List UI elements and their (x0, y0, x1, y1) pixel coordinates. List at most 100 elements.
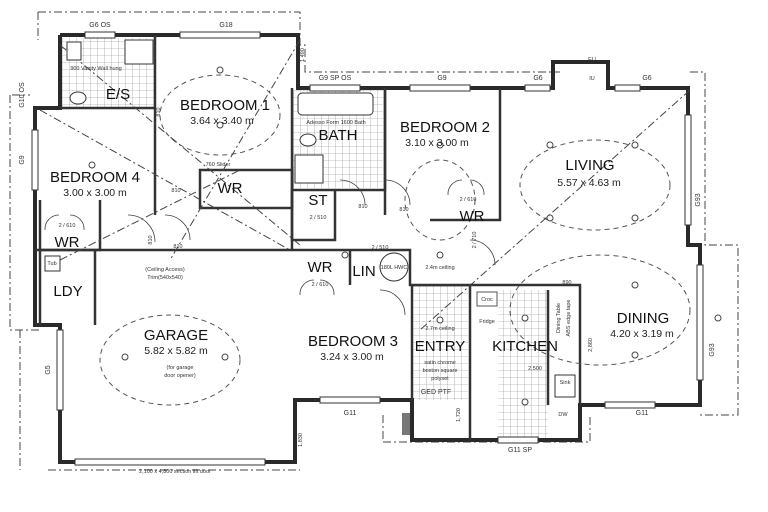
ceiling-light-icon (546, 214, 554, 222)
dimension: 810 (156, 107, 162, 116)
dimension: 2 / 510 (310, 215, 327, 221)
dimension: 810 (148, 235, 154, 244)
bathtub-icon (297, 92, 374, 116)
note: satin chrome (424, 360, 456, 366)
window-label: G6 (642, 75, 651, 82)
room-kitchen: KITCHEN (492, 338, 558, 355)
dimension: 810 (173, 244, 182, 250)
ceiling-light-icon (521, 314, 529, 322)
room-bedroom3: BEDROOM 3 (308, 333, 398, 350)
dimension: 810 (399, 207, 408, 213)
room-living: LIVING (565, 157, 614, 174)
door-swing-icon (164, 214, 191, 241)
window-labels: G6 OS G18 G9 SP OS G9 G6 G6 EU IU G93 G9… (19, 22, 716, 454)
door-swing-icon (469, 239, 496, 266)
ceiling-light-icon (436, 316, 444, 324)
window-label: EU (588, 57, 596, 63)
ceiling-light-icon (216, 121, 224, 129)
room-labels: E/S BEDROOM 1 3.64 x 3.40 m BEDROOM 2 3.… (50, 86, 674, 363)
note: Trim(540x540) (147, 275, 183, 281)
window-label: G93 (695, 193, 702, 206)
ceiling-light-icon (436, 141, 444, 149)
note: 760 Slider (206, 162, 231, 168)
note: Adesso Form 1600 Bath (306, 120, 365, 126)
ceiling-light-icon (341, 251, 349, 259)
window-label: G18 (219, 22, 232, 29)
ceiling-light-icon (121, 353, 129, 361)
note: 900 Vanity Wall hung (70, 66, 121, 72)
dimension: 2 / 610 (312, 282, 329, 288)
room-garage: GARAGE (144, 327, 208, 344)
interior-walls (35, 35, 582, 440)
note: polyset (431, 376, 449, 382)
windows (31, 31, 704, 466)
dimension: 2 / 610 (460, 197, 477, 203)
room-store: ST (308, 192, 327, 209)
room-size: 3.00 x 3.00 m (63, 187, 127, 199)
dimension: 1,830 (298, 433, 304, 447)
window-label: G11 (636, 410, 649, 417)
dimension: 2 / 610 (59, 223, 76, 229)
window-label: G9 (437, 75, 446, 82)
dimension: 2,860 (588, 338, 594, 352)
ceiling-light-icon (88, 161, 96, 169)
dimension-labels: 1 490 1,830 1,720 2,860 890 2,500 810 81… (47, 48, 594, 475)
ceiling-light-icon (221, 353, 229, 361)
note: boston square (423, 368, 458, 374)
ceiling-light-icon (216, 66, 224, 74)
room-size: 5.82 x 5.82 m (144, 345, 208, 357)
door-swing-icon (447, 179, 485, 196)
window-label: G5 (45, 365, 52, 374)
room-bath: BATH (319, 127, 358, 144)
note: 2,100 x 4,800 section lift door (139, 469, 211, 475)
room-wr-bed3: WR (308, 259, 333, 276)
room-size: 5.57 x 4.63 m (557, 177, 621, 189)
lighting-circuits (39, 39, 691, 406)
note: door opener) (164, 373, 196, 379)
laundry-tub-icon (44, 255, 61, 272)
dimension: 810 (358, 204, 367, 210)
note: DW (558, 412, 568, 418)
room-ensuite: E/S (106, 86, 130, 103)
room-laundry: LDY (53, 283, 82, 300)
hot-water-cylinder-icon (379, 252, 409, 282)
door-swing-icon (44, 214, 85, 231)
meter-box (402, 413, 410, 435)
room-bedroom2: BEDROOM 2 (400, 119, 490, 136)
window-label: G9 SP OS (319, 75, 352, 82)
note: Dining Table (556, 303, 562, 333)
fixtures (44, 39, 576, 435)
room-size: 4.20 x 3.19 m (610, 328, 674, 340)
toilet-icon (299, 133, 317, 147)
sink-icon (66, 41, 82, 61)
dimension: 2 / 710 (472, 232, 478, 249)
window-label: G93 (709, 343, 716, 356)
door-swing-icon (127, 214, 156, 243)
ceiling-light-icon (631, 141, 639, 149)
room-size: 3.24 x 3.00 m (320, 351, 384, 363)
site-boundary (9, 11, 739, 471)
window-label: G9 (19, 155, 26, 164)
shower-icon (124, 39, 154, 65)
note: Fridge (479, 319, 495, 325)
dimension: 890 (562, 280, 571, 286)
dimension: 1,720 (456, 408, 462, 422)
toilet-icon (69, 91, 87, 105)
window-label: G6 (533, 75, 542, 82)
ceiling-light-icon (714, 314, 722, 322)
room-wr-bed4: WR (55, 234, 80, 251)
window-label: G6 OS (89, 22, 111, 29)
window-label: G11 SP (508, 447, 532, 454)
room-bedroom4: BEDROOM 4 (50, 169, 140, 186)
room-wr-bed2: WR (460, 208, 485, 225)
ceiling-light-icon (631, 351, 639, 359)
room-dining: DINING (617, 310, 670, 327)
kitchen-tiles (498, 290, 548, 440)
room-entry: ENTRY (415, 338, 466, 355)
door-swing-icon (379, 289, 406, 316)
ceiling-light-icon (436, 251, 444, 259)
note: 180L HWC (381, 265, 408, 271)
ceiling-light-icon (631, 214, 639, 222)
window-label: G10 OS (19, 82, 26, 108)
